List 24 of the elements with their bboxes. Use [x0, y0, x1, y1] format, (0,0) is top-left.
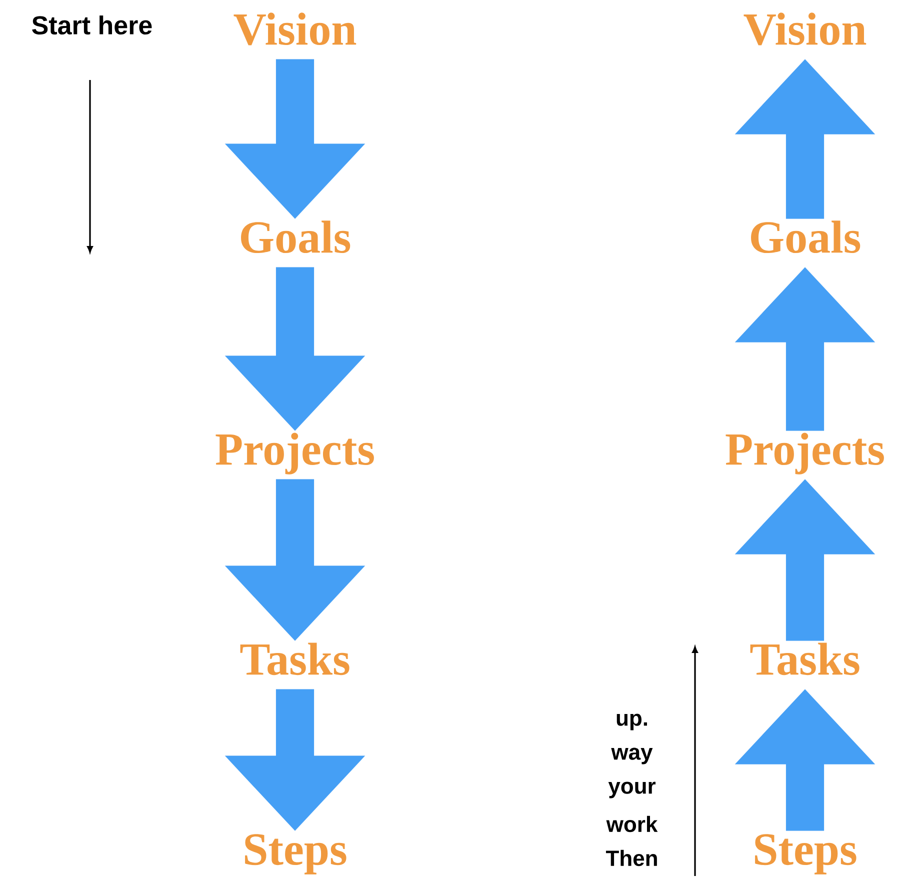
- note-word: Then: [606, 850, 657, 866]
- block-arrow: [224, 479, 366, 641]
- step-label: Goals: [241, 220, 350, 254]
- block-arrow: [224, 267, 366, 431]
- step-label: Tasks: [240, 642, 350, 676]
- block-arrow: [734, 59, 876, 219]
- step-label: Projects: [216, 432, 374, 474]
- step-label: Goals: [751, 220, 860, 254]
- block-arrow: [224, 689, 366, 831]
- block-arrow: [734, 689, 876, 831]
- step-label: Vision: [744, 12, 866, 46]
- step-label: Projects: [726, 432, 884, 474]
- start-note: Start here: [32, 15, 152, 35]
- step-label: Steps: [245, 834, 346, 874]
- step-label: Vision: [234, 12, 356, 46]
- note-word: work: [606, 816, 658, 832]
- step-label: Steps: [755, 834, 856, 874]
- note-word: way: [611, 748, 653, 764]
- block-arrow: [734, 267, 876, 431]
- step-label: Tasks: [750, 642, 860, 676]
- block-arrow: [224, 59, 366, 219]
- block-arrow: [734, 479, 876, 641]
- note-word: up.: [616, 714, 647, 730]
- note-word: your: [608, 782, 656, 798]
